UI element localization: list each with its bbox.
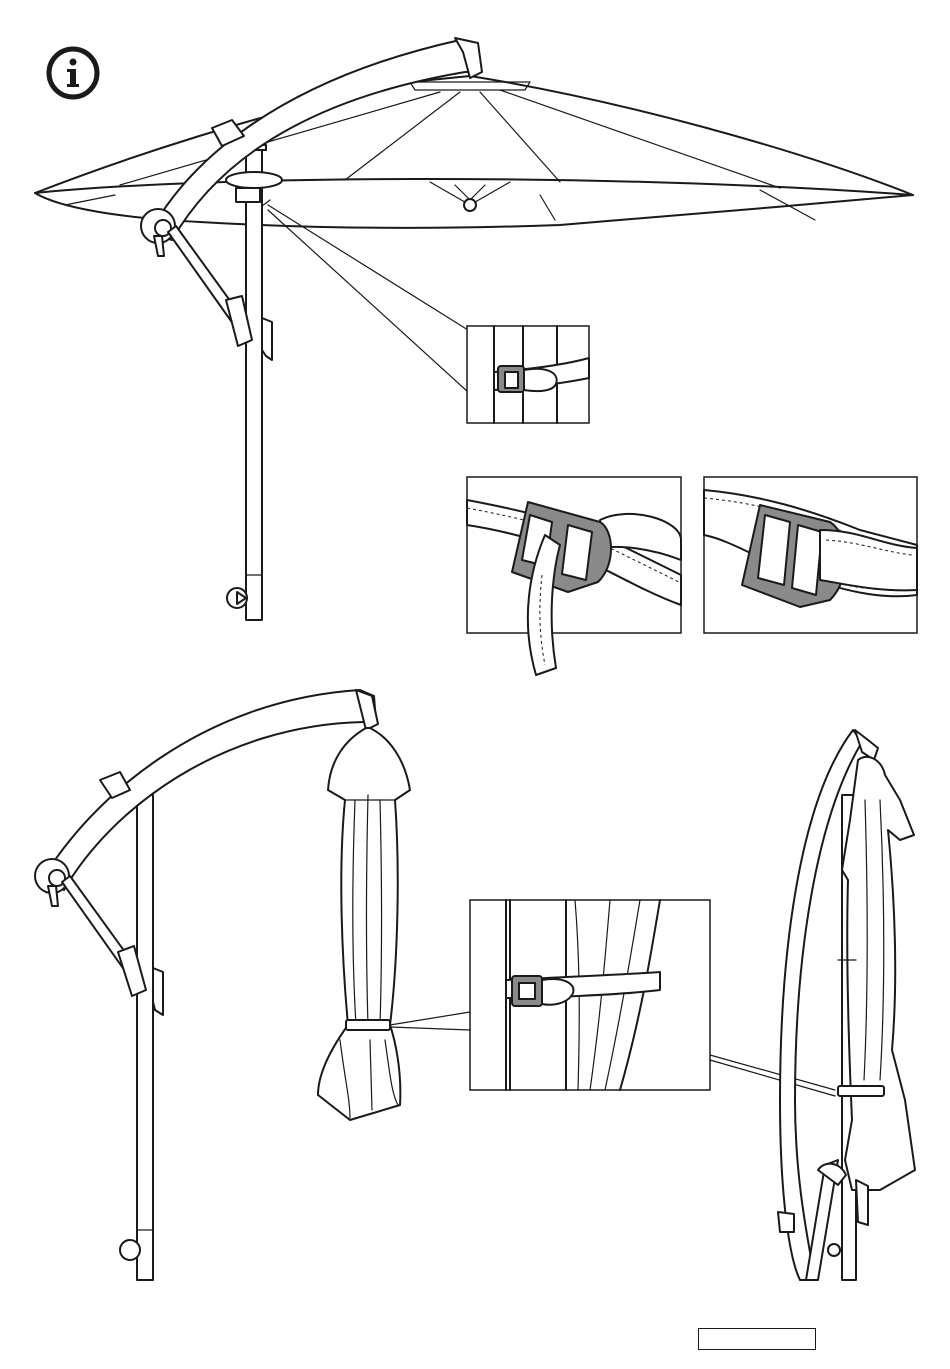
- buckle-threading-detail: [467, 477, 681, 675]
- pole-top: [246, 140, 262, 620]
- closed-umbrella-folded: [778, 730, 915, 1280]
- buckle-fastened-detail: [704, 477, 917, 633]
- strap-detail-top: [467, 326, 589, 423]
- info-icon: [49, 49, 97, 97]
- closed-umbrella-hanging: [35, 690, 470, 1280]
- page-number-box: [698, 1328, 816, 1350]
